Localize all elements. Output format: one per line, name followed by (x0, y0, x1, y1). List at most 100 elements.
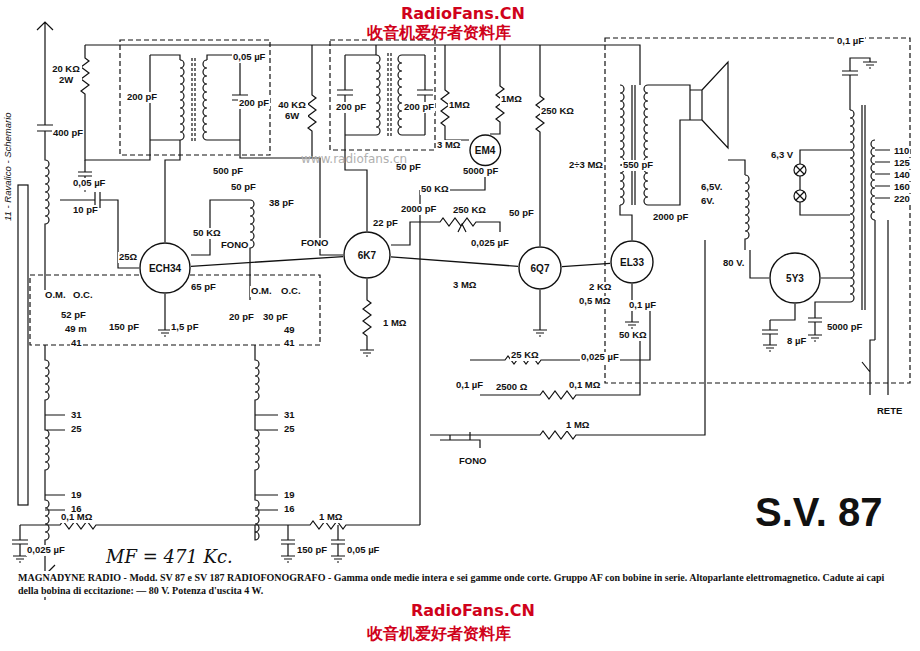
watermark: RadioFans.CN (410, 601, 536, 620)
component-value: 1,5 pF (170, 322, 199, 333)
pilot-lamp (796, 192, 804, 200)
component-value: 8 µF (786, 336, 807, 347)
pilot-lamp (794, 164, 806, 176)
component-value: 160 (893, 182, 911, 193)
component-value: 3 MΩ (436, 140, 461, 151)
component-value: 1 MΩ (565, 420, 590, 431)
tube-symbol: EM4 (469, 134, 502, 167)
caption: MAGNADYNE RADIO - Modd. SV 87 e SV 187 R… (18, 571, 902, 597)
component-value: 80 V. (722, 258, 745, 269)
ground-symbol (533, 290, 547, 336)
component-value: 150 pF (108, 322, 140, 333)
speaker-symbol (648, 62, 728, 205)
component-value: 1 MΩ (318, 512, 343, 523)
tube-type: 6Q7 (531, 263, 550, 274)
component-value: 110 (893, 146, 910, 157)
coil-symbol (180, 60, 184, 140)
signal-wire (562, 263, 610, 266)
component-value: 250 KΩ (540, 106, 575, 117)
if-can (330, 40, 435, 150)
b-plus-rail (85, 45, 640, 85)
component-value: 2500 Ω (495, 382, 528, 393)
coil-former (18, 185, 28, 505)
field-coil (728, 160, 749, 250)
component-value: 38 pF (268, 198, 295, 209)
component-value: 0,05 µF (232, 52, 266, 63)
core-symbol (862, 105, 865, 310)
component-value: 49 (283, 325, 296, 336)
component-value: 0,1 MΩ (568, 380, 601, 391)
component-value: 30 pF (262, 312, 289, 323)
mains-winding (871, 140, 890, 340)
component-value: 41 (70, 338, 83, 349)
tube-envelope (770, 253, 820, 303)
component-value: 65 pF (190, 282, 217, 293)
avc-line (20, 190, 420, 529)
tone-network (470, 300, 650, 364)
component-value: 200 pF (238, 98, 270, 109)
watermark: 收音机爱好者资料库 (366, 23, 512, 44)
component-value: 6,5V. (700, 182, 723, 193)
component-value: O.C. (72, 290, 94, 301)
component-value: 0,025 µF (580, 352, 620, 363)
watermark: 收音机爱好者资料库 (366, 624, 512, 645)
capacitor-symbol (60, 192, 139, 268)
pilot-lamp (794, 190, 806, 202)
component-value: 6,3 V (770, 150, 794, 161)
component-value: 2÷3 MΩ (568, 160, 604, 171)
component-value: O.C. (280, 286, 302, 297)
component-value: 200 pF (335, 102, 367, 113)
wire (345, 135, 367, 231)
component-value: O.M. (44, 290, 67, 301)
capacitor-symbol (337, 45, 376, 135)
watermark: RadioFans.CN (400, 4, 526, 23)
oscillator-coil (191, 200, 254, 300)
component-value: 0,1 MΩ (60, 512, 93, 523)
capacitor-symbol (12, 525, 28, 562)
tube-envelope (140, 243, 190, 293)
component-value: FONO (300, 238, 329, 249)
component-value: 50 pF (230, 182, 257, 193)
tube-envelope (611, 241, 653, 283)
capacitor-symbol (842, 58, 877, 110)
capacitor-symbol (808, 318, 822, 341)
power-chassis (605, 38, 910, 383)
capacitor-symbol (331, 525, 345, 562)
component-value: 0,5 MΩ (578, 296, 611, 307)
tube-symbol: 6Q7 (518, 246, 562, 290)
band-coils (35, 345, 65, 600)
wire (620, 205, 632, 240)
component-value: 52 pF (60, 310, 87, 321)
tube-type: 6K7 (358, 250, 376, 261)
tube-type: EL33 (620, 257, 644, 268)
component-value: 220 (893, 194, 911, 205)
pilot-lamp (796, 166, 804, 174)
resistor-symbol (308, 45, 316, 158)
resistor-symbol (441, 45, 469, 140)
mains-lead (862, 220, 888, 395)
component-value: 20 pF (228, 312, 255, 323)
resistor-symbol (536, 45, 544, 246)
frequency-note: MF = 471 Kc. (105, 546, 234, 567)
component-value: 200 pF (126, 92, 158, 103)
tube-envelope (519, 247, 561, 289)
component-value: 25 KΩ (510, 350, 540, 361)
tube-symbol: 6K7 (343, 231, 391, 279)
coil-symbol (203, 60, 207, 140)
component-value: 5000 pF (462, 166, 499, 177)
component-value: 550 pF (622, 160, 654, 171)
capacitor-symbol (762, 320, 778, 351)
if-can (120, 40, 270, 155)
component-value: 0,05 µF (346, 545, 380, 556)
component-value: FONO (458, 456, 487, 467)
component-value: 40 KΩ 6W (276, 100, 308, 122)
core-symbol (192, 58, 195, 142)
component-value: 1 MΩ (382, 318, 407, 329)
component-value: 50 KΩ (192, 228, 222, 239)
component-value: 25Ω (118, 252, 138, 263)
component-value: 6V. (700, 196, 715, 207)
coil-symbol (398, 55, 402, 135)
component-value: 200 pF (403, 102, 435, 113)
component-value: 250 KΩ (452, 205, 487, 216)
secondary-winding (850, 110, 854, 302)
